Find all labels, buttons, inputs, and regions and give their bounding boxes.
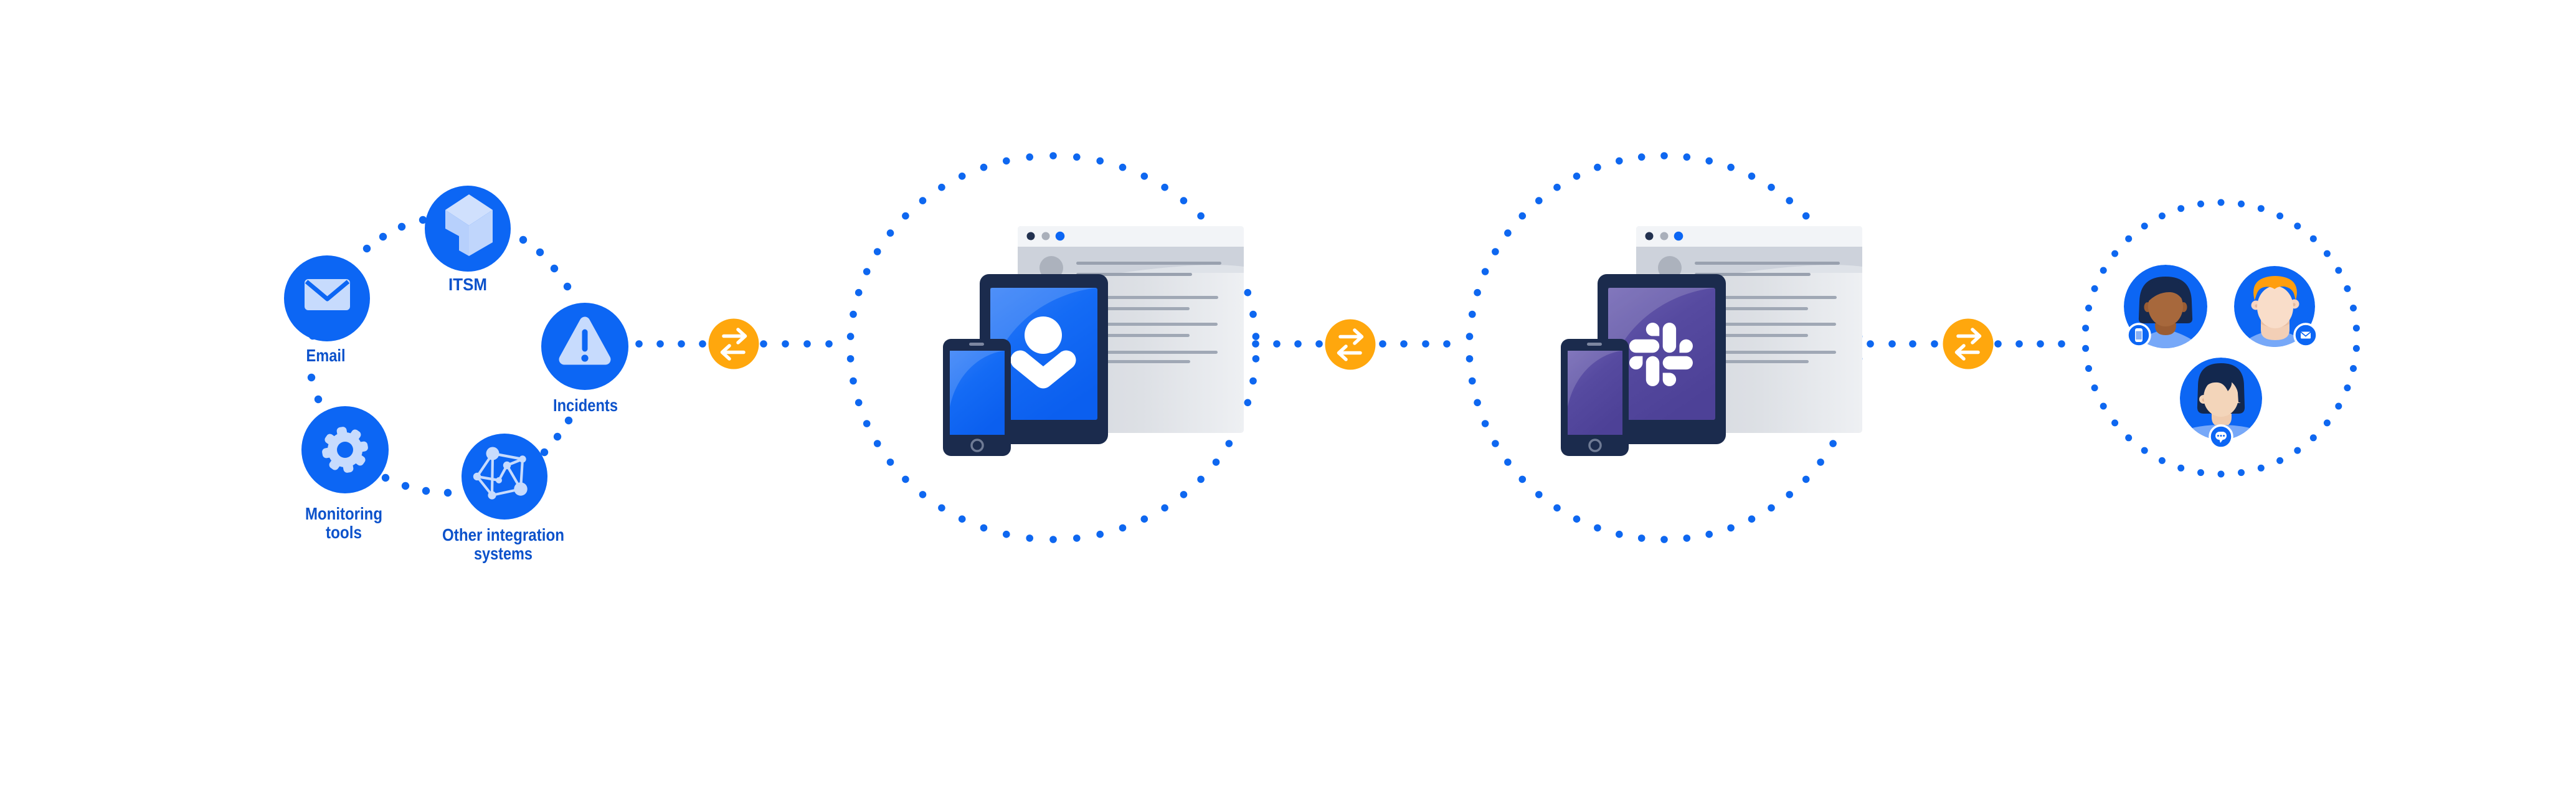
svg-text:systems: systems — [474, 544, 533, 563]
svg-text:Email: Email — [306, 346, 346, 365]
svg-text:Incidents: Incidents — [553, 396, 618, 415]
svg-text:Monitoring: Monitoring — [305, 504, 382, 523]
svg-text:ITSM: ITSM — [448, 275, 487, 294]
svg-text:tools: tools — [326, 523, 362, 542]
svg-text:Other integration: Other integration — [442, 525, 564, 544]
